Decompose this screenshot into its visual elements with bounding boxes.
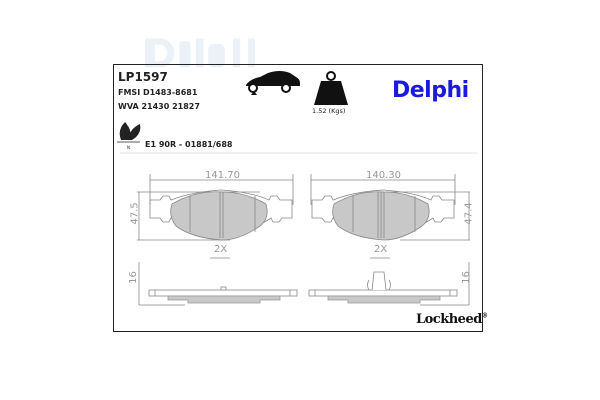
wva-code: WVA 21430 21827 xyxy=(118,102,200,111)
lockheed-logo: Lockheed® xyxy=(416,312,488,327)
right-pad-thickness: 16 xyxy=(460,271,472,284)
ece-approval: E1 90R - 01881/688 xyxy=(145,140,233,149)
left-pad-drawing xyxy=(137,174,298,306)
part-number: LP1597 xyxy=(118,70,168,84)
spec-frame xyxy=(113,64,483,332)
delphi-watermark xyxy=(145,38,255,68)
left-pad-quantity: 2X xyxy=(214,244,228,255)
right-pad-drawing xyxy=(308,174,470,306)
delphi-logo: Delphi xyxy=(392,78,469,103)
left-pad-thickness: 16 xyxy=(127,271,139,284)
weight-icon xyxy=(314,71,348,105)
car-lift-icon xyxy=(246,71,300,95)
left-pad-height: 47.5 xyxy=(129,202,141,225)
registered-mark: ® xyxy=(481,312,488,320)
right-pad-quantity: 2X xyxy=(374,244,388,255)
right-pad-height: 47.4 xyxy=(463,202,475,225)
fmsi-code: FMSI D1483-8681 xyxy=(118,88,198,97)
svg-text:N: N xyxy=(127,145,130,150)
lockheed-text: Lockheed xyxy=(416,312,482,327)
right-pad-width: 140.30 xyxy=(366,170,401,181)
leaf-eco-icon: N xyxy=(117,122,141,150)
left-pad-width: 141.70 xyxy=(205,170,240,181)
weight-value: 1.52 (Kgs) xyxy=(312,107,346,115)
